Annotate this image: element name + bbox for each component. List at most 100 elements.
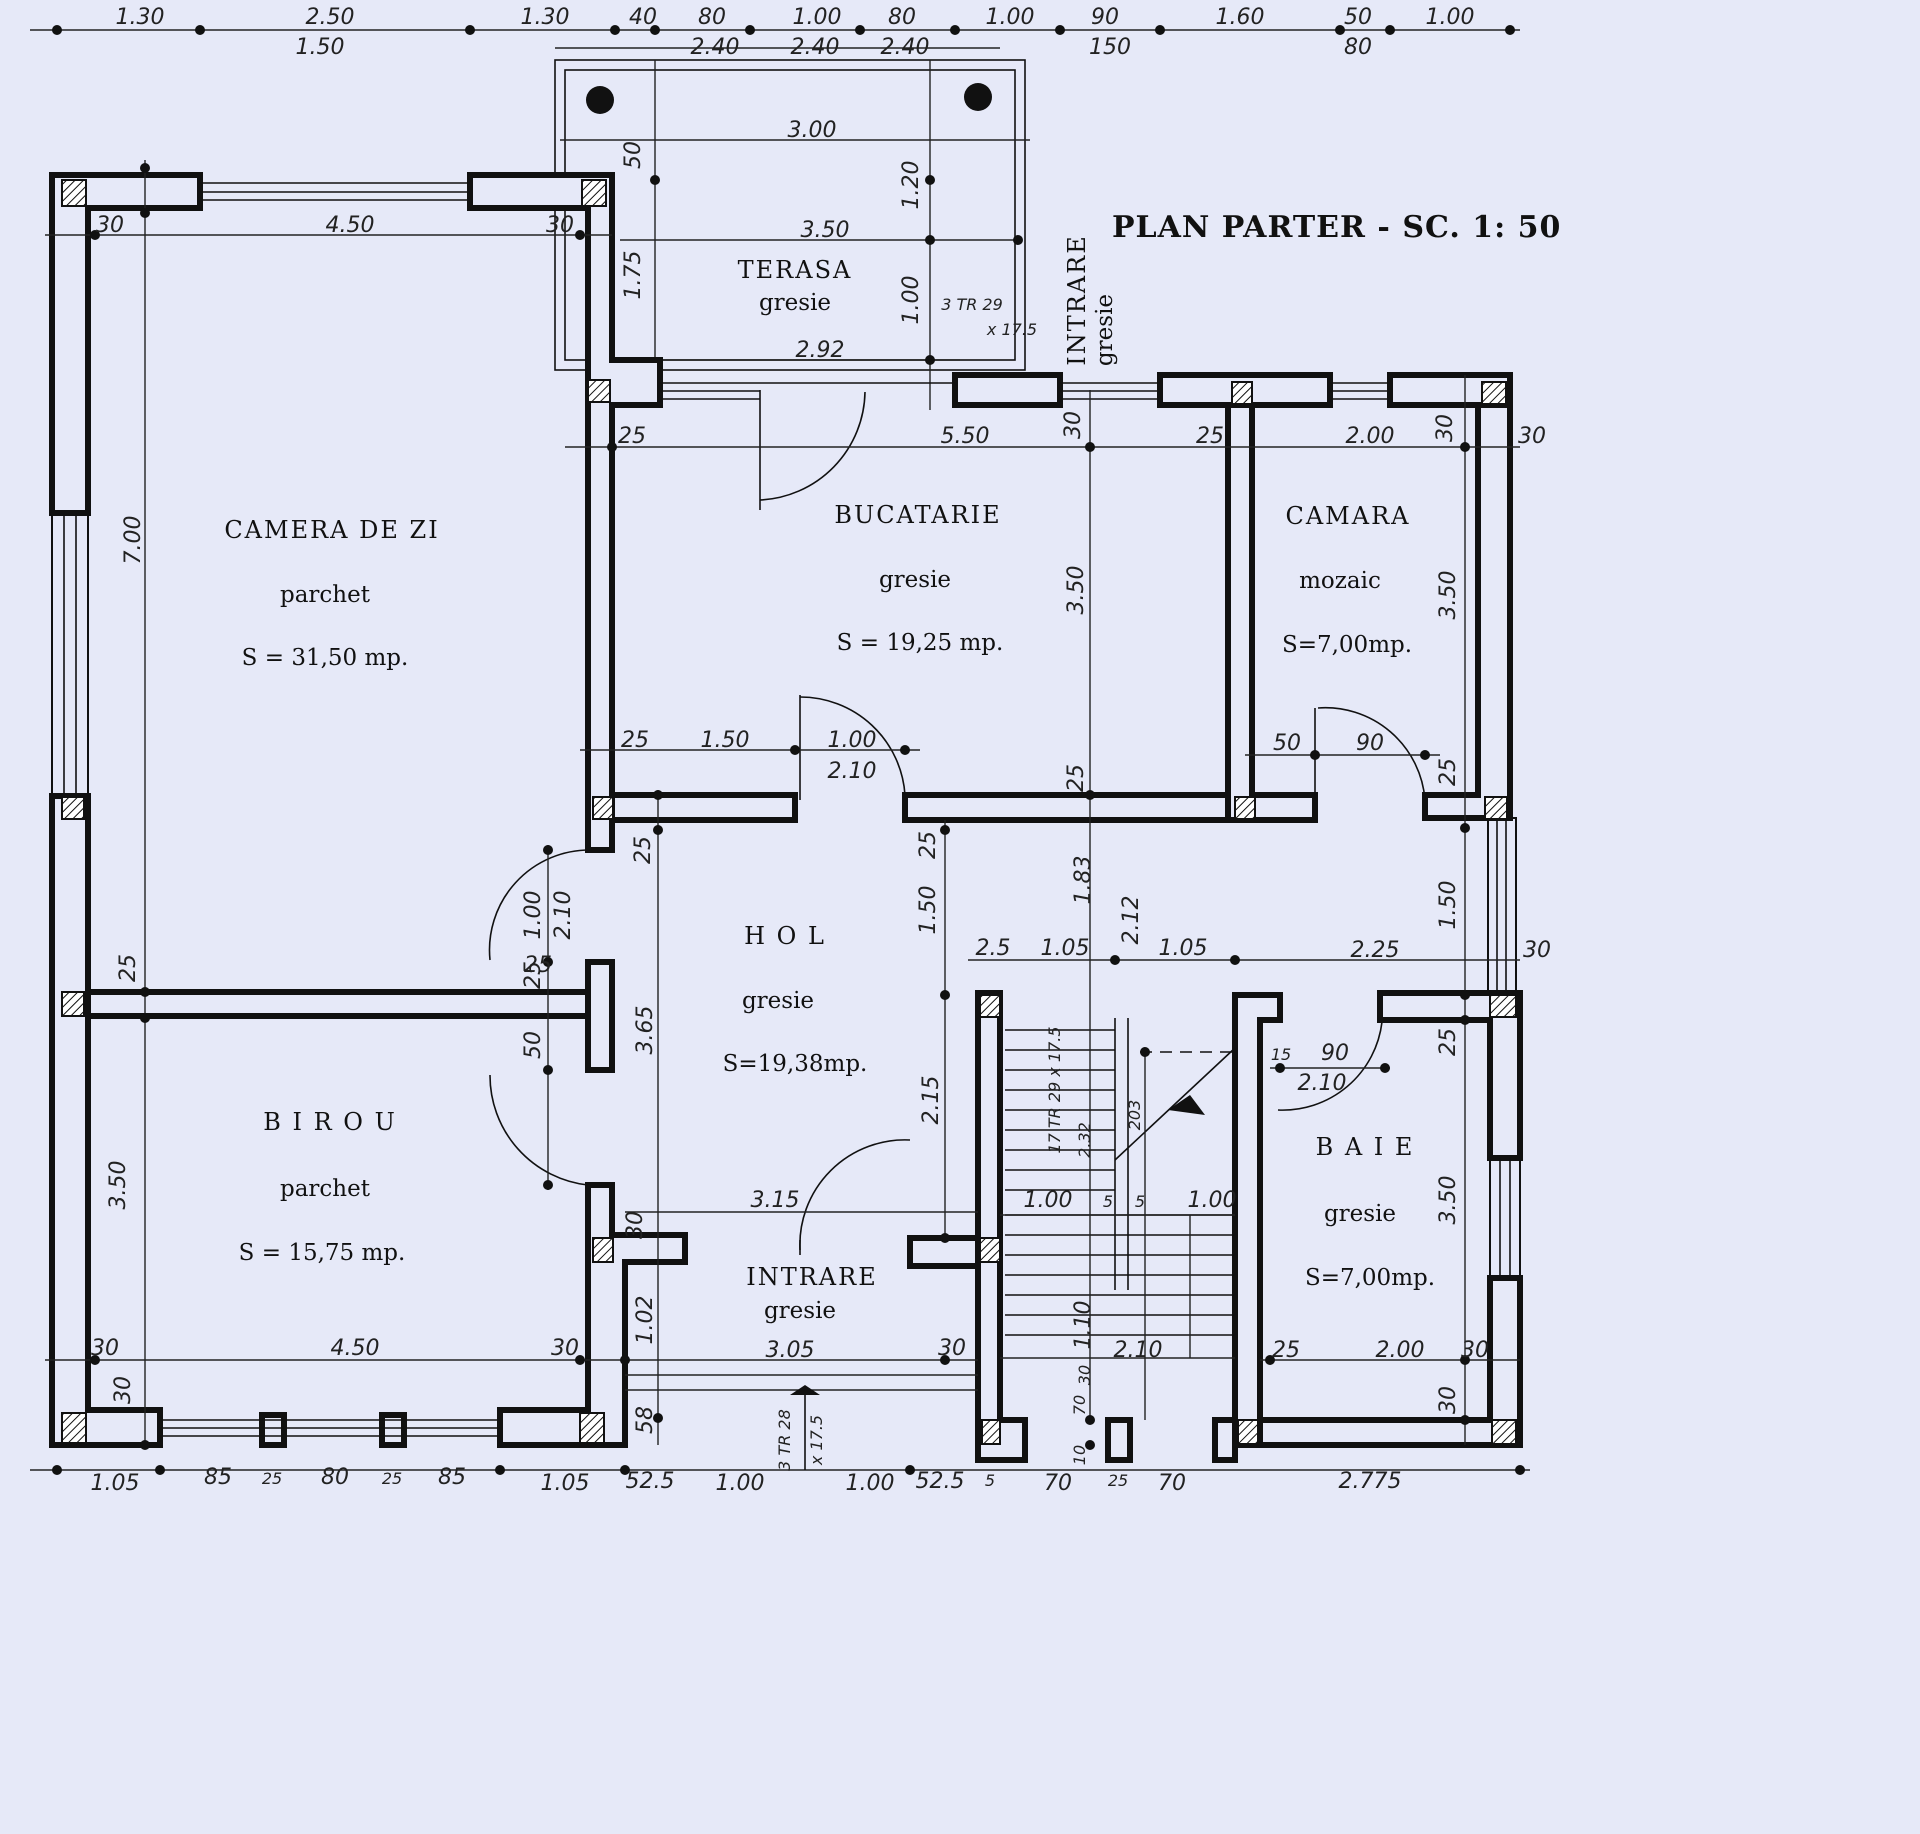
dimension-labels: 30 4.50 30 7.00 25 25 5.50 30 3.50 25 1.… (52, 213, 1551, 1496)
doors (488, 390, 1426, 1255)
dim-bottom-11: 52.5 (916, 1469, 965, 1494)
dim-buc-25b: 25 (621, 728, 649, 753)
room-area-birou: S = 15,75 mp. (239, 1240, 406, 1266)
dim-top-15: 1.00 (1426, 5, 1475, 30)
dim-camera-700: 7.00 (121, 516, 146, 565)
room-floor-camara: mozaic (1299, 568, 1381, 594)
dim-hol-100: 1.00 (521, 891, 546, 940)
room-area-baie: S=7,00mp. (1305, 1265, 1435, 1291)
room-area-camara: S=7,00mp. (1282, 632, 1412, 658)
dim-hol-215: 2.15 (919, 1076, 944, 1125)
dim-bottom-2: 85 (204, 1465, 232, 1490)
dim-bottom-8: 52.5 (626, 1469, 675, 1494)
dim-bottom-7: 1.05 (541, 1471, 590, 1496)
dim-top-11: 150 (1089, 35, 1131, 60)
room-name-terasa: TERASA (738, 256, 853, 284)
dim-bottom-13: 70 (1044, 1471, 1072, 1496)
dim-stair-tr: 17 TR 29 x 17.5 (1045, 1026, 1064, 1153)
dim-top-3: 1.50 (296, 35, 345, 60)
room-area-bucatarie: S = 19,25 mp. (837, 630, 1004, 656)
dim-buc-350: 3.50 (1064, 566, 1089, 615)
dim-top-17: 2.40 (791, 35, 840, 60)
dim-top-10: 90 (1091, 5, 1119, 30)
dim-birou-30b: 30 (551, 1336, 579, 1361)
dim-top-18: 2.40 (881, 35, 930, 60)
room-labels: CAMERA DE ZI parchet S = 31,50 mp. BUCAT… (224, 501, 1435, 1324)
room-floor-baie: gresie (1324, 1201, 1396, 1227)
dim-birou-450: 4.50 (331, 1336, 380, 1361)
dim-birou-350: 3.50 (106, 1161, 131, 1210)
room-name-intrare-side: INTRARE (1063, 234, 1091, 365)
dim-baie-210: 2.10 (1298, 1071, 1347, 1096)
dim-hol-25b: 25 (916, 831, 941, 859)
dim-bottom-14: 25 (1108, 1471, 1128, 1490)
room-name-baie: B A I E (1316, 1133, 1415, 1161)
dim-buc-25c: 25 (1064, 764, 1089, 792)
dim-top-16: 2.40 (691, 35, 740, 60)
dim-stair-100b: 1.00 (1188, 1188, 1237, 1213)
plan-title: PLAN PARTER - SC. 1: 50 (1112, 210, 1561, 245)
dim-cam-25: 25 (1196, 424, 1224, 449)
dim-stair-5a: 5 (1103, 1192, 1113, 1211)
room-name-intrare: INTRARE (746, 1263, 877, 1291)
dimension-lines (30, 160, 1530, 1471)
dim-buc-30: 30 (1061, 411, 1086, 439)
dim-buc-150: 1.50 (701, 728, 750, 753)
dim-terasa-inner: 3.50 (801, 218, 850, 243)
dim-bottom-1: 1.05 (91, 1471, 140, 1496)
dim-stair-100a: 1.00 (1024, 1188, 1073, 1213)
dim-birou-30: 30 (91, 1336, 119, 1361)
room-name-bucatarie: BUCATARIE (834, 501, 1001, 529)
dim-bottom-17: 10 (1070, 1445, 1089, 1465)
dim-stair-110: 1.10 (1071, 1301, 1096, 1350)
dim-intrare-30b: 30 (938, 1336, 966, 1361)
dim-stair-105b: 1.05 (1159, 936, 1208, 961)
dim-baie-225: 2.25 (1351, 938, 1400, 963)
dim-terasa-width: 3.00 (788, 118, 837, 143)
dim-cam-30: 30 (1433, 414, 1458, 442)
dim-baie-30c: 30 (1436, 1386, 1461, 1414)
dim-cam-50: 50 (1273, 731, 1301, 756)
dim-hol-50: 50 (521, 1031, 546, 1059)
dim-hol-25c: 25 (521, 961, 546, 989)
dim-buc-25: 25 (618, 424, 646, 449)
dim-cam-30b: 30 (1518, 424, 1546, 449)
dim-terasa-bottom: 2.92 (796, 338, 845, 363)
dim-top-8: 80 (888, 5, 916, 30)
stair-intrare-tr: 3 TR 28 (775, 1409, 794, 1471)
dim-baie-15: 15 (1271, 1045, 1291, 1064)
dim-stair-105a: 1.05 (1041, 936, 1090, 961)
room-floor-camera-de-zi: parchet (280, 582, 371, 608)
dim-baie-90: 90 (1321, 1041, 1349, 1066)
room-floor-birou: parchet (280, 1176, 371, 1202)
floor-plan: 1.30 2.50 1.50 1.30 40 80 1.00 80 1.00 9… (30, 5, 1561, 1496)
room-floor-intrare-side: gresie (1092, 294, 1118, 366)
top-dimension-chain: 1.30 2.50 1.50 1.30 40 80 1.00 80 1.00 9… (30, 5, 1520, 60)
dim-top-1: 1.30 (116, 5, 165, 30)
dim-bottom-3: 25 (262, 1469, 282, 1488)
dim-top-9: 1.00 (986, 5, 1035, 30)
dim-intrare-30: 30 (623, 1211, 648, 1239)
room-floor-intrare: gresie (764, 1298, 836, 1324)
stair-terasa-tr: 3 TR 29 (941, 295, 1003, 314)
dim-baie-150: 1.50 (1436, 881, 1461, 930)
dim-birou-30c: 30 (111, 1376, 136, 1404)
dim-baie-200: 2.00 (1376, 1338, 1425, 1363)
dim-intrare-305: 3.05 (766, 1338, 815, 1363)
dim-top-2: 2.50 (306, 5, 355, 30)
dim-bottom-6: 85 (438, 1465, 466, 1490)
dim-bottom-10: 1.00 (846, 1471, 895, 1496)
dim-baie-350: 3.50 (1436, 1176, 1461, 1225)
dim-intrare-58: 58 (633, 1406, 658, 1434)
dim-stair-203: 203 (1125, 1100, 1144, 1131)
dim-hol-212: 2.12 (1119, 896, 1144, 945)
dim-hol-183: 1.83 (1071, 856, 1096, 905)
stair-terasa-x: x 17.5 (986, 320, 1037, 339)
dim-baie-25: 25 (1436, 1028, 1461, 1056)
dim-top-6: 80 (698, 5, 726, 30)
dim-buc-210: 2.10 (828, 759, 877, 784)
dim-birou-25: 25 (524, 953, 552, 978)
dim-camera-30b: 30 (546, 213, 574, 238)
dim-stair-232: 2.32 (1075, 1122, 1094, 1158)
dim-hol-210: 2.10 (551, 891, 576, 940)
